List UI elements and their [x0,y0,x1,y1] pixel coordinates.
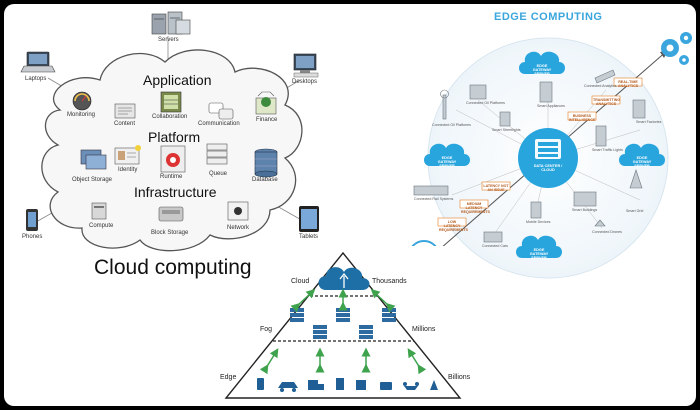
laptops-label: Laptops [25,76,47,82]
tablet-icon [299,206,319,232]
queue-label: Queue [209,171,228,177]
object-storage-icon [80,149,107,170]
collaboration-label: Collaboration [152,114,188,120]
desktop-icon [293,53,319,78]
gateway-bottom-label: EDGE GATEWAY SERVER [529,248,549,260]
communication-icon [208,102,234,120]
desktops-label: Desktops [292,79,318,85]
queue-icon [206,143,228,165]
edge-computing-diagram [406,8,694,279]
database-icon [254,148,278,178]
edge-gateway-clouds [424,51,665,258]
level-cloud-label: Cloud [291,278,310,285]
tag-transmitting: TRANSMITTING ANALYTICS [593,98,621,106]
finance-label: Finance [256,117,278,123]
node-smart-grid: Smart Grid [626,209,644,213]
laptop-icon [20,51,56,73]
phone-icon [26,209,38,231]
servers-label: Servers [158,37,179,43]
cloud-computing-diagram [20,11,319,252]
node-mobile-devices: Mobile Devices [526,220,551,224]
count-thousands-label: Thousands [372,278,407,285]
node-connected-rail: Connected Rail Systems [414,197,454,201]
gear-icon [661,32,692,65]
cloud-computing-title: Cloud computing [94,256,252,279]
monitoring-label: Monitoring [67,112,96,118]
finance-icon [255,91,277,115]
count-millions-label: Millions [412,326,436,333]
identity-icon [114,145,141,165]
gateway-left-label: EDGE GATEWAY SERVER [437,156,457,168]
node-smart-appliances: Smart Appliances [537,104,565,108]
node-smart-streetlights: Smart Streetlights [492,128,521,132]
tag-medium: MEDIUM LATENCY REQUIREMENTS [461,202,490,214]
platform-heading: Platform [148,129,201,145]
node-connected-oil: Connected Oil Platforms [466,101,505,105]
gateway-top-label: EDGE GATEWAY SERVER [532,64,552,76]
node-connected-cars: Connected Cars [482,244,508,248]
phones-label: Phones [22,234,43,240]
content-icon [114,103,136,119]
tag-latency: LATENCY NOT AN ISSUE [483,184,509,192]
node-smart-traffic: Smart Traffic Lights [592,148,623,152]
tablets-label: Tablets [299,234,319,240]
collaboration-icon [160,91,182,113]
object-storage-label: Object Storage [72,177,113,183]
edge-computing-title: EDGE COMPUTING [494,11,603,23]
runtime-label: Runtime [160,174,183,180]
compute-icon [91,202,107,220]
data-center-label: DATA CENTER / CLOUD [533,164,563,172]
node-connected-drones: Connected Drones [592,230,622,234]
node-connected-wind: Connected Oil Platforms [432,123,471,127]
node-smart-buildings: Smart Buildings [572,208,598,212]
node-smart-factories: Smart Factories [636,120,662,124]
application-heading: Application [143,72,212,88]
node-connected-analytics: Connected Analytics [584,84,617,88]
servers-icon [151,11,191,35]
database-label: Database [252,177,278,183]
tag-business: BUSINESS INTELLIGENCE [569,114,596,122]
level-edge-label: Edge [220,374,237,381]
tag-low: LOW LATENCY REQUIREMENTS [439,220,468,232]
latency-tags [437,77,643,227]
compute-label: Compute [89,223,114,229]
communication-label: Communication [198,121,240,127]
block-storage-icon [158,206,184,222]
green-arrows [259,288,427,375]
tag-real-time: REAL-TIME ANALYTICS [617,80,639,88]
pyramid-outline [224,251,462,399]
monitoring-icon [72,91,92,111]
gateway-right-label: EDGE GATEWAY SERVER [632,156,652,168]
network-label: Network [227,225,250,231]
edge-device-icons [257,378,438,392]
infrastructure-heading: Infrastructure [134,184,217,200]
edge-node-icons [413,69,646,243]
cloud-fog-edge-pyramid [224,246,462,406]
network-icon [227,201,249,221]
block-storage-label: Block Storage [151,230,189,236]
count-billions-label: Billions [448,374,471,381]
content-label: Content [114,121,136,127]
runtime-icon [160,145,186,173]
level-fog-label: Fog [260,326,273,333]
identity-label: Identity [118,167,138,173]
